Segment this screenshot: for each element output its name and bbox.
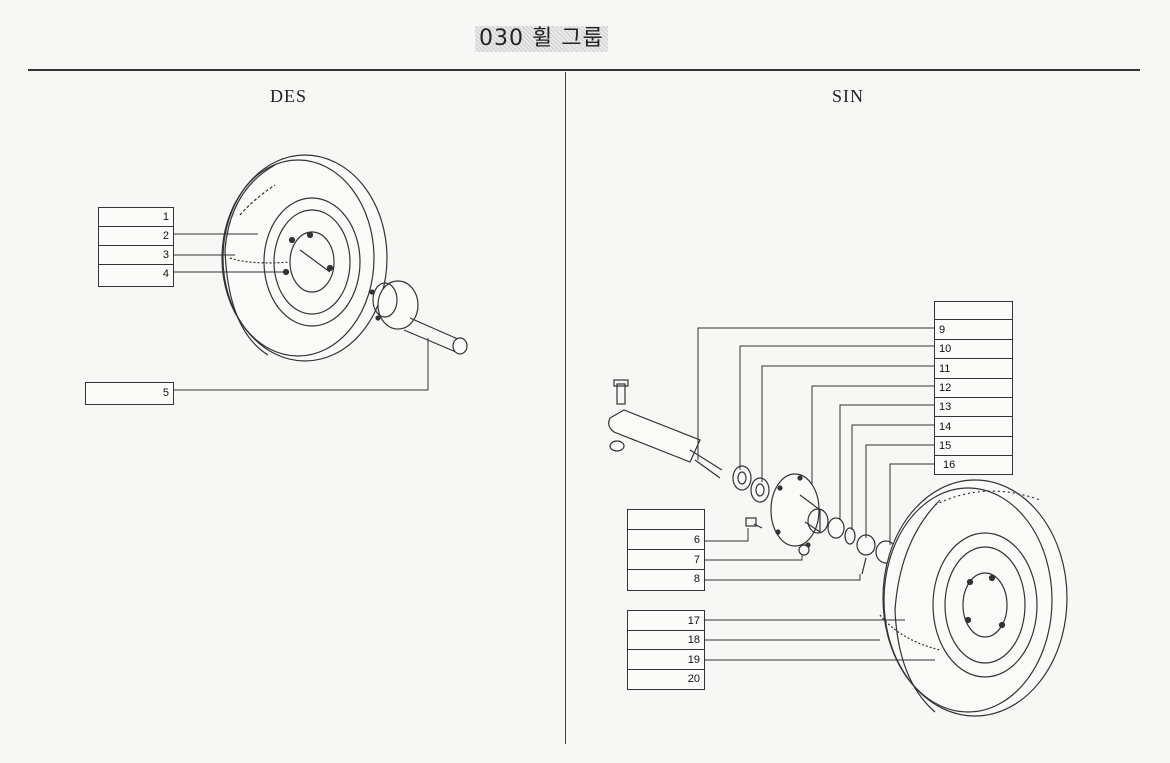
callout-16: 16: [943, 459, 956, 471]
callout-blank: [628, 510, 704, 530]
callout-18: 18: [628, 631, 704, 650]
callout-6: 6: [628, 530, 704, 550]
side-label-des: DES: [270, 86, 308, 106]
page-title: 030 휠 그룹: [475, 26, 608, 52]
side-label-sin: SIN: [832, 86, 865, 106]
callout-20: 20: [687, 673, 700, 685]
sin-callout-table-a: 9 10 11 12 13 14 15 16: [934, 301, 1013, 475]
des-hub-axle: [369, 280, 468, 355]
callout-9: 9: [935, 320, 1012, 340]
callout-13: 13: [935, 398, 1012, 417]
callout-4: 4: [162, 268, 169, 280]
callout-8: 8: [693, 573, 700, 585]
sin-bearings: [732, 465, 770, 503]
callout-15: 15: [935, 437, 1012, 456]
center-divider: [565, 72, 566, 744]
callout-11: 11: [935, 359, 1012, 379]
callout-10: 10: [935, 340, 1012, 359]
sin-spindle: [608, 379, 723, 479]
des-leader-lines: [173, 233, 429, 391]
callout-1: 1: [99, 208, 173, 227]
sin-callout-table-c: 17 18 19 20: [627, 610, 705, 690]
callout-17: 17: [628, 611, 704, 631]
callout-2: 2: [99, 227, 173, 246]
des-callout-table-a: 1 2 3 4: [98, 207, 174, 287]
callout-blank: [935, 302, 1012, 320]
callout-3: 3: [99, 246, 173, 265]
sin-callout-table-b: 6 7 8: [627, 509, 705, 591]
callout-19: 19: [628, 650, 704, 670]
des-wheel: [221, 154, 388, 362]
callout-5: 5: [162, 387, 169, 399]
callout-14: 14: [935, 417, 1012, 437]
header-rule: [28, 69, 1140, 71]
des-callout-table-b: 5: [85, 382, 174, 405]
sin-small-parts: [745, 517, 897, 575]
callout-7: 7: [628, 550, 704, 570]
sin-hub: [770, 473, 829, 548]
callout-12: 12: [935, 379, 1012, 398]
sin-wheel: [879, 479, 1068, 717]
sin-leader-lines: [697, 327, 935, 661]
